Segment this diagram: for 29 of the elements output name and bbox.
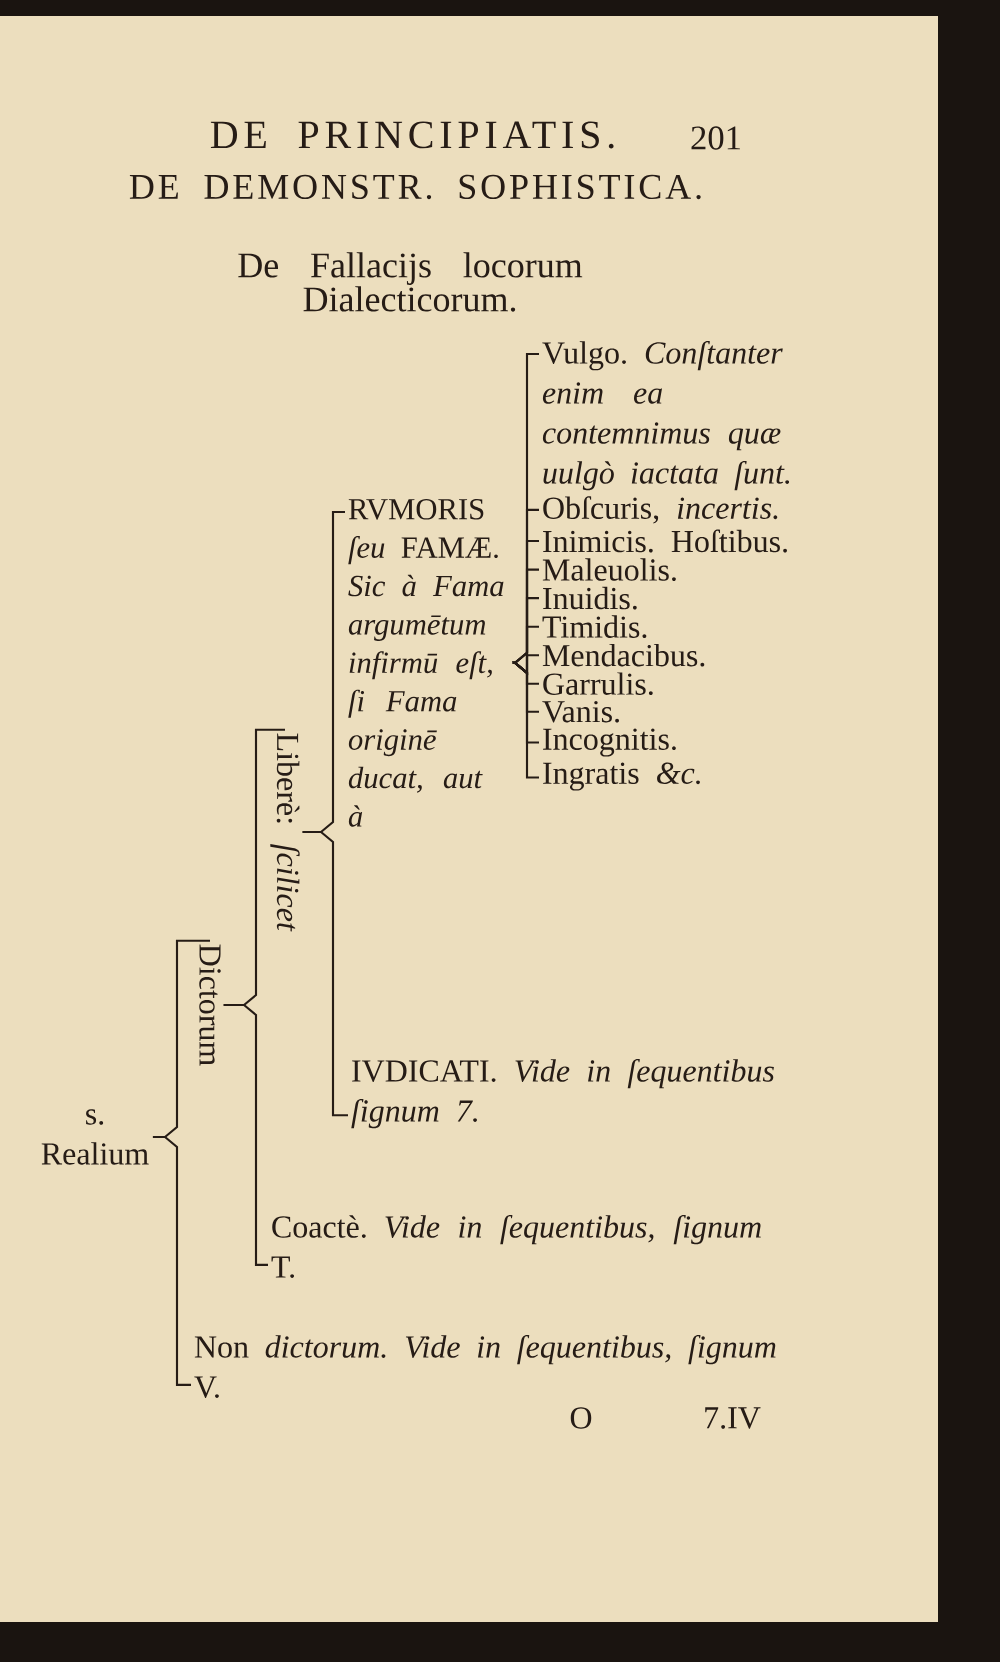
entry-text: Ingratis &c. [543, 762, 700, 791]
entry-text: Obſcuris, incertis. [543, 496, 778, 524]
running-head: DE PRINCIPIATIS. [210, 121, 614, 149]
entry-text: Coactè. Vide in ſequentibus, ſignum T. [271, 1214, 761, 1278]
entry-text: Timidis. [542, 615, 647, 639]
entry-text: Non dictorum. Vide in ſequentibus, ſignum V. [194, 1334, 776, 1398]
catchword: 7.IV [705, 1407, 761, 1429]
entry-text: Inimicis. Hoſtibus. [543, 529, 787, 553]
signature-mark: O [570, 1407, 592, 1429]
brace-line [512, 661, 539, 779]
entry-text: s. Realium [41, 1109, 149, 1165]
entry-text: Mendacibus. [542, 643, 705, 667]
brace-line [152, 1135, 191, 1386]
brace-line [302, 830, 348, 1117]
rotated-label: Liberè: ſcilicet [270, 733, 300, 932]
entry-text: IVDICATI. Vide in ſequentibus ſignum 7. [351, 1058, 774, 1129]
entry-text: Inuidis. [543, 586, 637, 610]
brace-line [512, 539, 539, 664]
section-title: De Fallacijs locorum Dialecticorum. [238, 252, 583, 312]
entry-text: Vulgo. Conſtanter enim ea contemnimus quæ uulgò iactata ſunt. [542, 340, 790, 491]
page-number: 201 [691, 126, 740, 150]
entry-text: Garrulis. [543, 672, 653, 696]
entry-text: Incognitis. [543, 728, 676, 757]
rotated-label: Dictorum [199, 944, 221, 1066]
entry-text: Vanis. [542, 700, 619, 723]
entry-text: Maleuolis. [542, 558, 676, 581]
running-head: DE DEMONSTR. SOPHISTICA. [129, 174, 701, 200]
entry-text: RVMORIS ſeu FAMÆ. Sic à Fama argumētum infirmū eſt, ſi Fama originē ducat, aut à [348, 498, 504, 827]
brace-line [223, 1003, 268, 1266]
